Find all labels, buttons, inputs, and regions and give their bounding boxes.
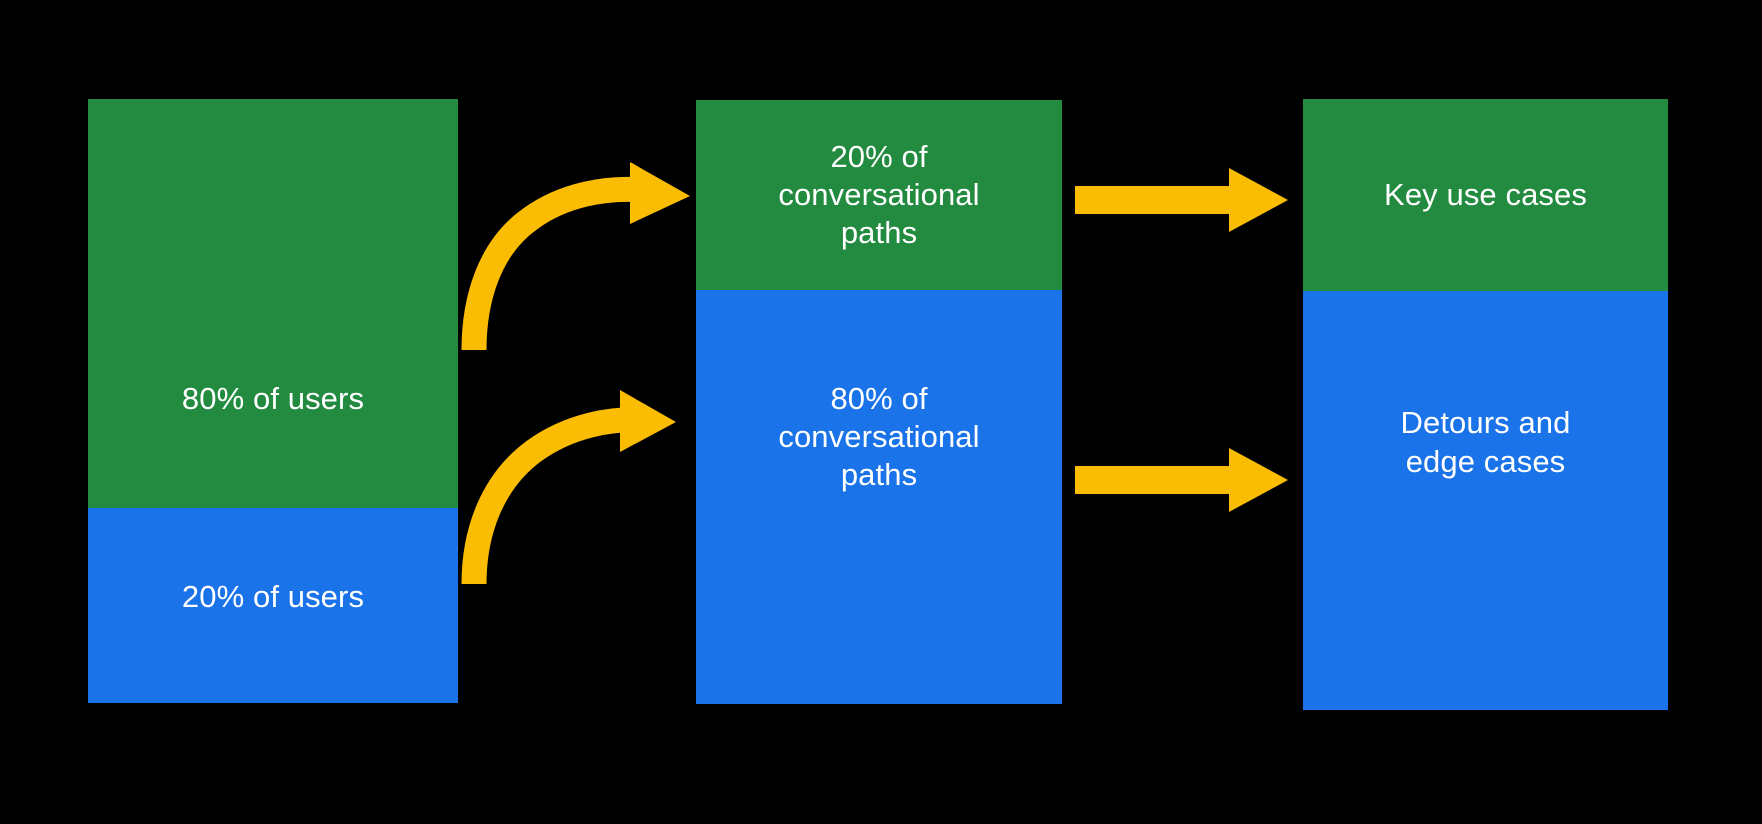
block-users-majority-label: 80% of users: [181, 381, 365, 417]
block-paths-many-label: 80% of conversational paths: [778, 380, 980, 493]
block-paths-few: 20% of conversational paths: [696, 100, 1062, 290]
curved-arrow-up-icon: [461, 162, 690, 351]
block-outcome-detours: Detours and edge cases: [1303, 291, 1668, 710]
block-users-minority: 20% of users: [88, 508, 458, 703]
curved-arrow-up-icon-2: [461, 390, 676, 585]
block-outcome-key: Key use cases: [1303, 99, 1668, 291]
straight-arrow-right-icon-1: [1075, 168, 1288, 232]
block-paths-many: 80% of conversational paths: [696, 290, 1062, 704]
block-paths-few-label: 20% of conversational paths: [778, 138, 980, 251]
straight-arrow-right-icon-2: [1075, 448, 1288, 512]
block-outcome-detours-label: Detours and edge cases: [1400, 405, 1571, 479]
block-outcome-key-label: Key use cases: [1384, 176, 1587, 212]
block-users-minority-label: 20% of users: [181, 579, 365, 615]
block-users-majority: 80% of users: [88, 99, 458, 508]
